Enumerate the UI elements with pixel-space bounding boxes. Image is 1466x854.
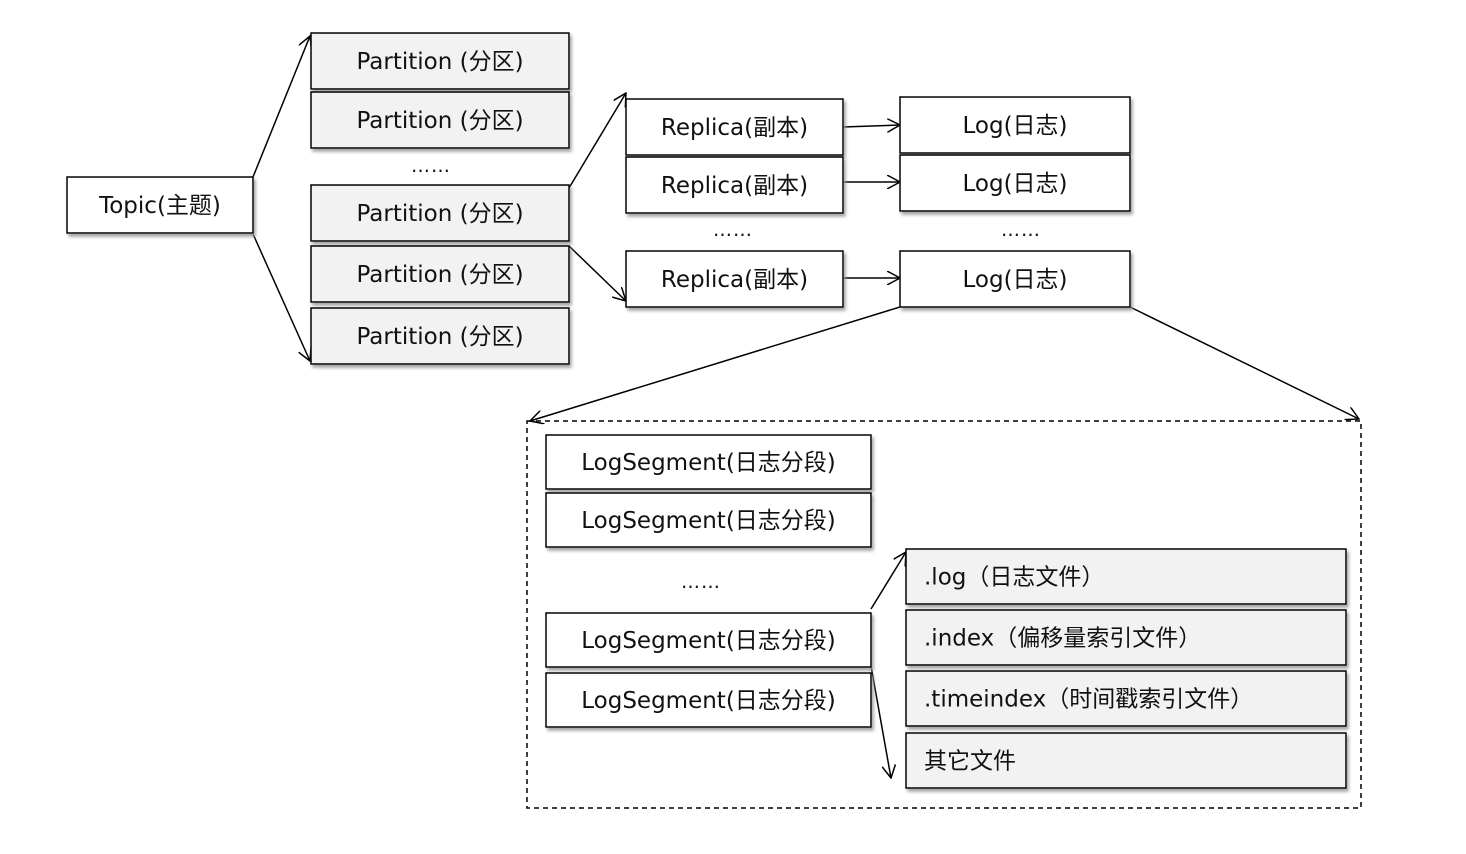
log-node-2-label: Log(日志) <box>962 171 1067 197</box>
file-node-1-label: .log（日志文件） <box>924 565 1104 591</box>
topic-node: Topic(主题) <box>66 176 254 234</box>
segment-node-2-label: LogSegment(日志分段) <box>581 508 836 534</box>
topic-to-last-partition-arrow <box>252 233 310 361</box>
partition-node-3-label: Partition (分区) <box>356 201 523 227</box>
log-node-3-box <box>899 250 1131 308</box>
partition-node-5-box <box>310 307 570 365</box>
replica-node-3: Replica(副本) <box>625 250 844 308</box>
partition-node-4-box <box>310 245 570 303</box>
file-node-2: .index（偏移量索引文件） <box>905 609 1347 666</box>
segment-node-4-box <box>545 672 872 728</box>
log-node-3-label: Log(日志) <box>962 267 1067 293</box>
replica-node-2-label: Replica(副本) <box>661 173 808 199</box>
partition-node-2: Partition (分区) <box>310 91 570 149</box>
segment-node-2: LogSegment(日志分段) <box>545 492 872 548</box>
partition-node-1: Partition (分区) <box>310 32 570 90</box>
topic-to-first-partition-arrow <box>252 36 310 178</box>
log-node-1-box <box>899 96 1131 154</box>
segment-node-3-box <box>545 612 872 668</box>
replica-to-log-arrow-1 <box>842 125 900 127</box>
partition-node-5: Partition (分区) <box>310 307 570 365</box>
file-node-4-label: 其它文件 <box>924 749 1016 775</box>
replica-node-2-box <box>625 156 844 214</box>
segments-ellipsis: …… <box>681 571 721 593</box>
partition-node-5-label: Partition (分区) <box>356 324 523 350</box>
file-node-1-box <box>905 548 1347 605</box>
file-node-1: .log（日志文件） <box>905 548 1347 605</box>
file-node-2-box <box>905 609 1347 666</box>
file-node-3: .timeindex（时间戳索引文件） <box>905 670 1347 727</box>
log-node-3: Log(日志) <box>899 250 1131 308</box>
replicas-ellipsis: …… <box>713 219 753 241</box>
segment-node-4-label: LogSegment(日志分段) <box>581 688 836 714</box>
diagram-nodes: Topic(主题) Partition (分区) Partition (分区) Par… <box>66 32 1347 789</box>
replica-node-3-label: Replica(副本) <box>661 267 808 293</box>
partition-node-3: Partition (分区) <box>310 184 570 242</box>
log-detail-container <box>526 420 1362 809</box>
partition-node-2-label: Partition (分区) <box>356 108 523 134</box>
log-to-container-left-arrow <box>530 306 901 421</box>
file-node-3-label: .timeindex（时间戳索引文件） <box>924 687 1253 713</box>
replica-node-1-label: Replica(副本) <box>661 115 808 141</box>
file-node-4: 其它文件 <box>905 732 1347 789</box>
segment-node-3-label: LogSegment(日志分段) <box>581 628 836 654</box>
replica-node-3-box <box>625 250 844 308</box>
segment-node-1: LogSegment(日志分段) <box>545 434 872 490</box>
segment-node-1-box <box>545 434 872 490</box>
segment-node-1-label: LogSegment(日志分段) <box>581 450 836 476</box>
log-node-1: Log(日志) <box>899 96 1131 154</box>
partition-to-last-replica-arrow <box>568 245 626 301</box>
topic-node-box <box>66 176 254 234</box>
partition-node-2-box <box>310 91 570 149</box>
connectors <box>252 36 1359 778</box>
partition-to-first-replica-arrow <box>568 93 626 189</box>
segment-node-2-box <box>545 492 872 548</box>
topic-node-label: Topic(主题) <box>98 193 221 219</box>
file-node-2-label: .index（偏移量索引文件） <box>924 626 1201 652</box>
log-node-1-label: Log(日志) <box>962 113 1067 139</box>
partition-node-1-label: Partition (分区) <box>356 49 523 75</box>
segment-node-3: LogSegment(日志分段) <box>545 612 872 668</box>
replica-node-1: Replica(副本) <box>625 98 844 156</box>
log-to-container-right-arrow <box>1129 306 1359 419</box>
log-node-2-box <box>899 154 1131 212</box>
file-node-4-box <box>905 732 1347 789</box>
partition-node-4-label: Partition (分区) <box>356 262 523 288</box>
partition-node-4: Partition (分区) <box>310 245 570 303</box>
partition-node-3-box <box>310 184 570 242</box>
partitions-ellipsis: …… <box>411 155 451 177</box>
partition-node-1-box <box>310 32 570 90</box>
replica-node-1-box <box>625 98 844 156</box>
replica-node-2: Replica(副本) <box>625 156 844 214</box>
log-node-2: Log(日志) <box>899 154 1131 212</box>
segment-to-first-file-arrow <box>870 552 906 610</box>
logs-ellipsis: …… <box>1001 219 1041 241</box>
file-node-3-box <box>905 670 1347 727</box>
segment-to-last-file-arrow <box>870 665 891 778</box>
segment-node-4: LogSegment(日志分段) <box>545 672 872 728</box>
